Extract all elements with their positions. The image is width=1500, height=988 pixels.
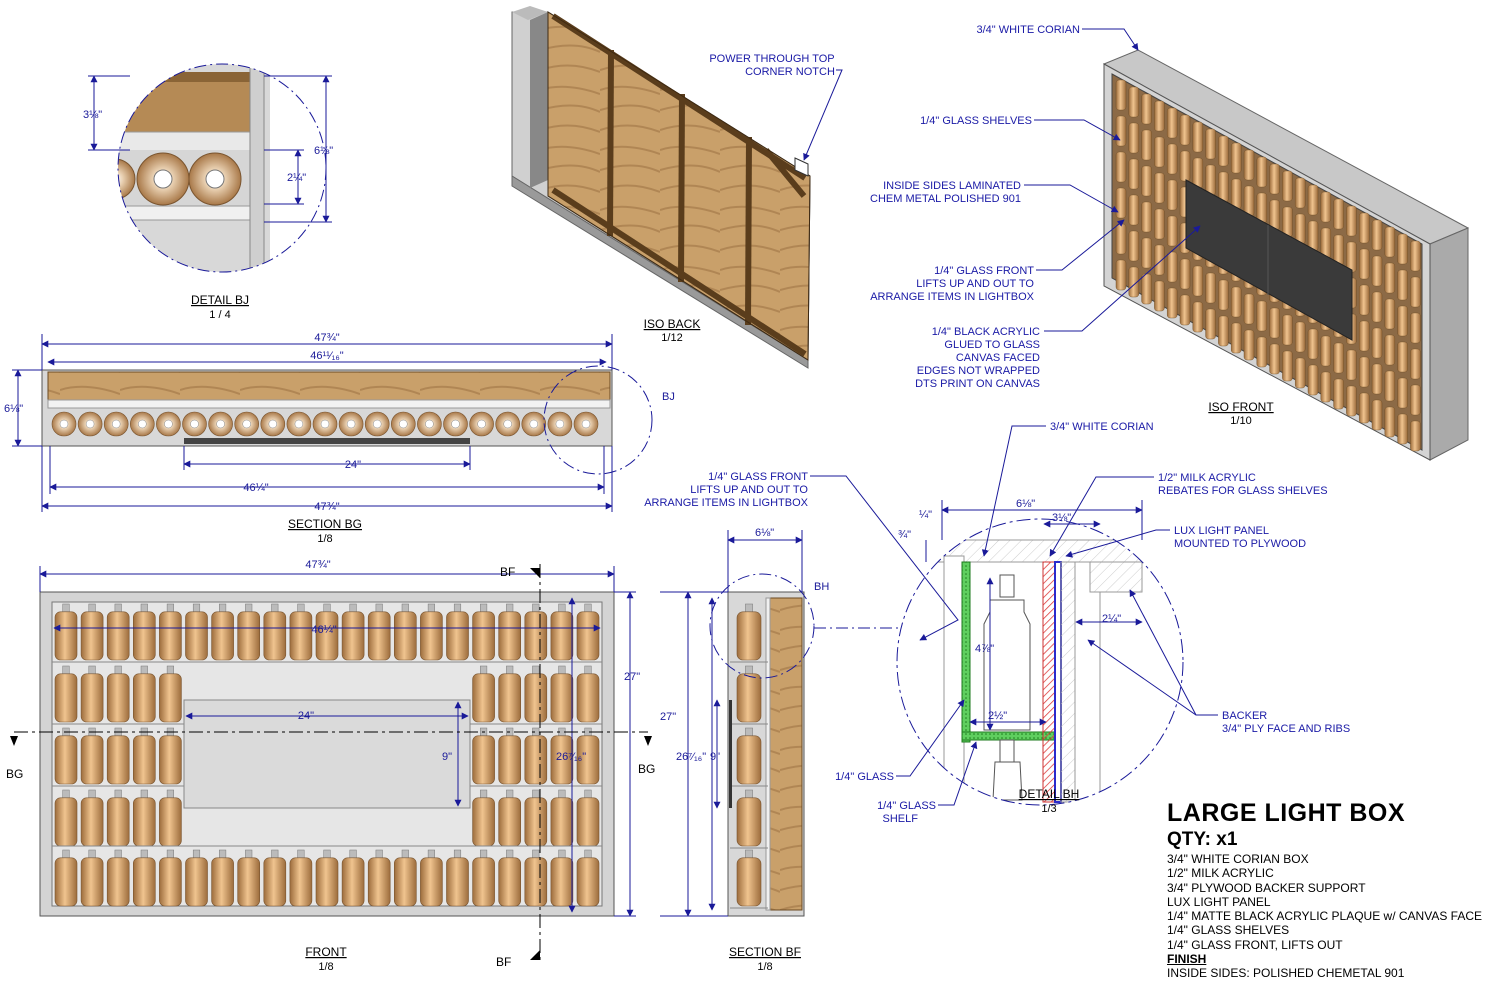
- iso-note-ac-4: EDGES NOT WRAPPED: [917, 365, 1040, 377]
- iso-back: POWER THROUGH TOP CORNER NOTCH ISO BACK …: [511, 6, 843, 369]
- dim-front-overall: 47¾": [305, 559, 330, 571]
- front-scale: 1/8: [318, 961, 333, 973]
- dim-bg-plaque: 24": [345, 459, 361, 471]
- dim-bg-inner-bottom: 46¼": [243, 482, 268, 494]
- front-mark-bf-top: BF: [500, 565, 515, 579]
- spec-line: 1/4" MATTE BLACK ACRYLIC PLAQUE w/ CANVA…: [1167, 909, 1483, 924]
- iso-note-ac-1: 1/4" BLACK ACRYLIC: [932, 326, 1040, 338]
- section-bf-callout: BH: [814, 581, 829, 593]
- front-mark-bf-bottom: BF: [496, 955, 511, 969]
- section-bf: BH 6⅛" 27" 26⁷⁄₁₆" 9" SECTION BF 1/8: [660, 527, 902, 973]
- dim-bg-inner-top: 46¹¹⁄₁₆": [310, 350, 344, 362]
- iso-front-scale: 1/10: [1230, 415, 1251, 427]
- spec-line: LUX LIGHT PANEL: [1167, 894, 1271, 909]
- iso-note-lam-2: CHEM METAL POLISHED 901: [870, 193, 1021, 205]
- section-bg-callout: BJ: [662, 391, 675, 403]
- section-bg-title: SECTION BG: [288, 517, 362, 531]
- spec-line: 3/4" PLYWOOD BACKER SUPPORT: [1167, 880, 1366, 895]
- iso-note-shelves: 1/4" GLASS SHELVES: [920, 115, 1032, 127]
- iso-back-note-2: CORNER NOTCH: [745, 66, 835, 78]
- dim-front-inner-h: 26⁷⁄₁₆": [556, 751, 586, 763]
- bh-note-gf-1: 1/4" GLASS FRONT: [708, 471, 808, 483]
- dim-bh-bottle-h: 4⅞": [975, 643, 994, 655]
- section-bf-bottles: [730, 603, 768, 909]
- iso-back-note-1: POWER THROUGH TOP: [709, 53, 834, 65]
- dim-bf-inner-h: 26⁷⁄₁₆": [676, 751, 706, 763]
- bh-note-shelf-2: SHELF: [883, 813, 919, 825]
- bh-note-gf-3: ARRANGE ITEMS IN LIGHTBOX: [644, 497, 808, 509]
- iso-front: 3/4" WHITE CORIAN 1/4" GLASS SHELVES INS…: [870, 24, 1470, 461]
- title-block-title: LARGE LIGHT BOX: [1167, 799, 1406, 827]
- dim-front-plaque-h: 9": [442, 751, 452, 763]
- bh-note-gf-2: LIFTS UP AND OUT TO: [690, 484, 808, 496]
- iso-back-title: ISO BACK: [644, 317, 701, 331]
- dim-bg-overall-bottom: 47¾": [314, 501, 339, 513]
- detail-bh-title: DETAIL BH: [1019, 787, 1080, 801]
- front-bottles: [54, 603, 600, 907]
- title-block: LARGE LIGHT BOX QTY: x1 3/4" WHITE CORIA…: [1167, 798, 1497, 981]
- bh-note-milk-2: REBATES FOR GLASS SHELVES: [1158, 485, 1328, 497]
- detail-bh: 6⅛" 3⅛" ¼" ¾" 4⅞" 2½" 2¼" 3/4" WHITE COR…: [644, 421, 1350, 825]
- dim-bf-depth: 6⅛": [755, 527, 774, 539]
- section-bf-scale: 1/8: [757, 961, 772, 973]
- detail-bj: 3⅛" 6⅛" 2¼" DETAIL BJ 1 / 4: [83, 63, 333, 321]
- spec-line: 1/4" GLASS FRONT, LIFTS OUT: [1167, 937, 1343, 952]
- finish-heading: FINISH: [1167, 952, 1207, 967]
- iso-note-corian: 3/4" WHITE CORIAN: [976, 24, 1080, 36]
- bh-note-lux-1: LUX LIGHT PANEL: [1174, 525, 1269, 537]
- iso-back-scale: 1/12: [661, 332, 682, 344]
- finish-line: INSIDE SIDES: POLISHED CHEMETAL 901: [1167, 966, 1405, 981]
- bh-note-glass: 1/4" GLASS: [835, 771, 894, 783]
- dim-bh-gap: 2¼": [1102, 613, 1121, 625]
- section-bg-scale: 1/8: [317, 533, 332, 545]
- iso-note-gf-1: 1/4" GLASS FRONT: [934, 265, 1034, 277]
- dim-front-plaque-w: 24": [298, 710, 314, 722]
- bh-note-shelf-1: 1/4" GLASS: [877, 800, 936, 812]
- dim-bj-b: 6⅛": [314, 145, 333, 157]
- dim-bh-shelf: 2½": [988, 710, 1007, 722]
- bh-note-milk-1: 1/2" MILK ACRYLIC: [1158, 472, 1256, 484]
- dim-bh-corian-b: ¾": [898, 529, 911, 541]
- bh-note-corian: 3/4" WHITE CORIAN: [1050, 421, 1154, 433]
- dim-front-overall-h: 27": [624, 671, 640, 683]
- dim-bf-plaque-h: 9": [710, 751, 720, 763]
- iso-note-ac-2: GLUED TO GLASS: [944, 339, 1040, 351]
- title-block-qty: QTY: x1: [1167, 829, 1238, 850]
- bh-note-backer-1: BACKER: [1222, 710, 1267, 722]
- section-bg-plaque: [184, 438, 470, 444]
- front-mark-bg-right: BG: [638, 762, 655, 776]
- dim-bh-corian-a: ¼": [919, 509, 932, 521]
- dim-bg-overall-top: 47¾": [314, 332, 339, 344]
- detail-bj-scale: 1 / 4: [209, 309, 230, 321]
- dim-bf-overall-h: 27": [660, 711, 676, 723]
- front-title: FRONT: [305, 945, 347, 959]
- spec-line: 1/2" MILK ACRYLIC: [1167, 866, 1274, 881]
- bh-note-backer-2: 3/4" PLY FACE AND RIBS: [1222, 723, 1350, 735]
- iso-note-ac-5: DTS PRINT ON CANVAS: [915, 378, 1040, 390]
- front-elevation: 47¾" 46¼" 24" 9" 26⁷⁄₁₆" 27" BF BF BG BG…: [6, 559, 655, 973]
- dim-bj-c: 2¼": [287, 172, 306, 184]
- spec-line: 1/4" GLASS SHELVES: [1167, 923, 1290, 938]
- dim-bh-depth: 6⅛": [1016, 498, 1035, 510]
- dim-front-inner: 46¼": [311, 624, 336, 636]
- dim-bg-height: 6⅛": [4, 403, 23, 415]
- detail-bh-scale: 1/3: [1041, 803, 1056, 815]
- iso-note-gf-3: ARRANGE ITEMS IN LIGHTBOX: [870, 291, 1034, 303]
- detail-bj-title: DETAIL BJ: [191, 293, 249, 307]
- section-bg: BJ 47¾" 46¹¹⁄₁₆" 6⅛" 24" 46¼" 47¾" SECTI…: [4, 332, 675, 545]
- iso-note-lam-1: INSIDE SIDES LAMINATED: [883, 180, 1021, 192]
- iso-front-title: ISO FRONT: [1208, 400, 1274, 414]
- iso-note-ac-3: CANVAS FACED: [956, 352, 1040, 364]
- bh-note-lux-2: MOUNTED TO PLYWOOD: [1174, 538, 1306, 550]
- iso-note-gf-2: LIFTS UP AND OUT TO: [916, 278, 1034, 290]
- section-bg-bottles: [51, 411, 599, 437]
- spec-line: 3/4" WHITE CORIAN BOX: [1167, 852, 1309, 866]
- dim-bj-a: 3⅛": [83, 109, 102, 121]
- front-mark-bg-left: BG: [6, 767, 23, 781]
- dim-bh-backer: 3⅛": [1052, 512, 1071, 524]
- section-bf-title: SECTION BF: [729, 945, 801, 959]
